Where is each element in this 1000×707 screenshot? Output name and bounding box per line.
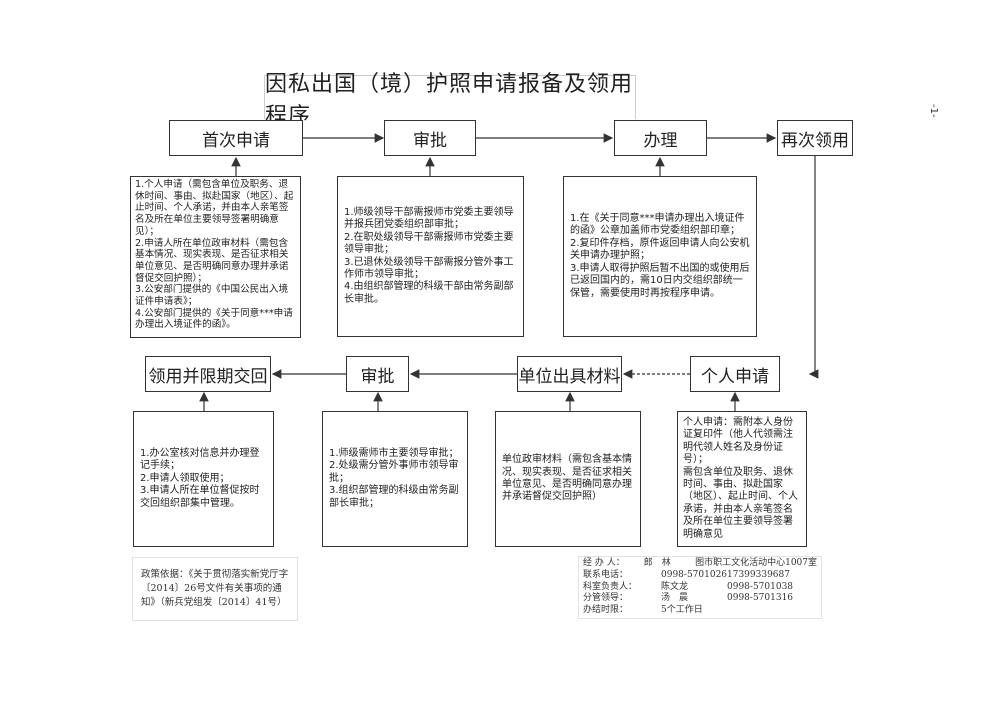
note-personal-apply: 个人申请：需附本人身份证复印件（他人代领需注明代领人姓名及身份证号）； 需包含单… [677, 411, 807, 547]
policy-basis: 政策依据：《关于贯彻落实新党厅字〔2014〕26号文件有关事项的通知》（新兵党组… [132, 557, 298, 621]
page-number: -1- [928, 104, 939, 118]
note-first-apply: 1.个人申请（需包含单位及职务、退休时间、事由、拟赴国家（地区）、起止时间、个人… [130, 176, 301, 338]
note-unit-material: 单位政审材料（需包含基本情况、现实表现、是否征求相关单位意见、是否明确同意办理并… [495, 411, 641, 547]
step-unit-material: 单位出具材料 [517, 356, 622, 392]
contact-row: 办结时限：5个工作日 [583, 605, 703, 616]
diagram-title: 因私出国（境）护照申请报备及领用程序 [264, 72, 636, 129]
note-approve-top: 1.师级领导干部需报师市党委主要领导并报兵团党委组织部审批； 2.在职处级领导干… [337, 176, 524, 337]
step-collect-return: 领用并限期交回 [145, 356, 271, 392]
contact-info: 经 办 人：郎 林图市职工文化活动中心1007室 联系电话：0998-57010… [578, 556, 822, 619]
contact-row: 经 办 人：郎 林图市职工文化活动中心1007室 [583, 558, 817, 568]
step-reuse: 再次领用 [777, 120, 853, 156]
note-collect-return: 1.办公室核对信息并办理登记手续； 2.申请人领取使用； 3.申请人所在单位督促… [133, 411, 274, 547]
step-approve-bottom: 审批 [346, 356, 409, 392]
note-process: 1.在《关于同意***申请办理出入境证件的函》公章加盖师市党委组织部印章； 2.… [563, 176, 757, 337]
note-approve-bottom: 1.师级需师市主要领导审批； 2.处级需分管外事师市领导审批； 3.组织部管理的… [322, 411, 468, 547]
step-process: 办理 [614, 120, 707, 156]
arrow-reuse-to-personal [811, 156, 816, 375]
step-personal-apply: 个人申请 [690, 356, 780, 392]
step-first-apply: 首次申请 [169, 120, 303, 156]
step-approve-top: 审批 [384, 120, 476, 156]
